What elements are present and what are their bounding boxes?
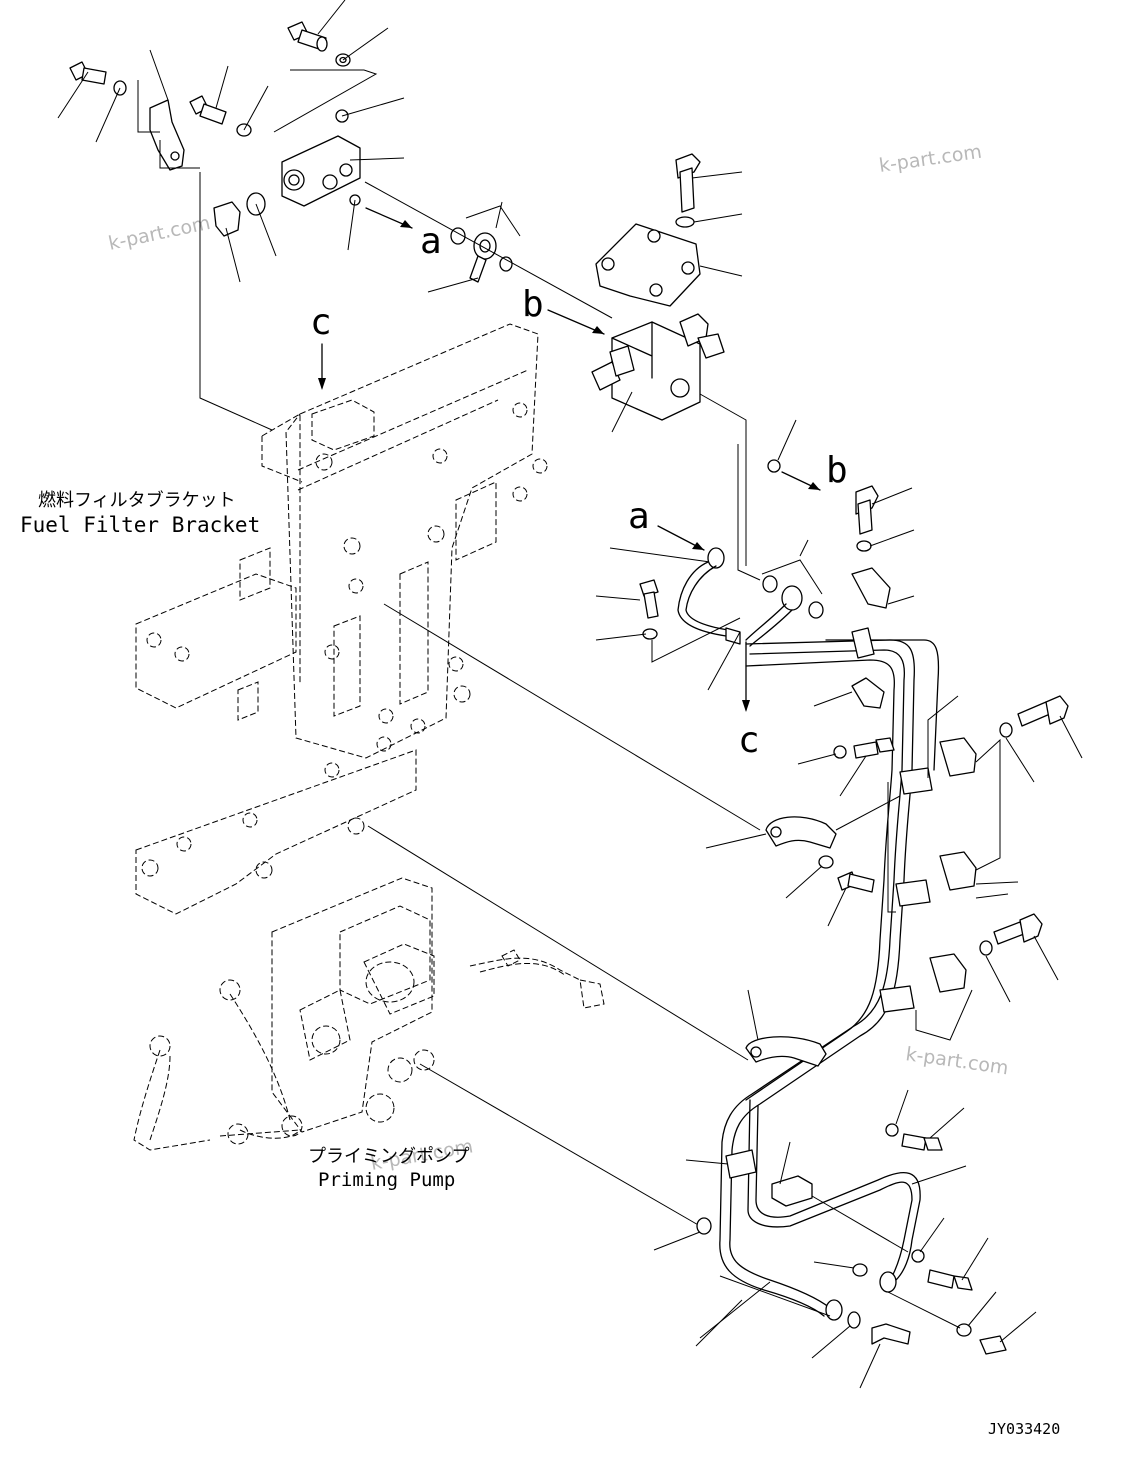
ref-arrow-c-top: c — [310, 302, 332, 390]
bolts-right — [797, 695, 1083, 1355]
clip-brackets-right — [887, 695, 1019, 1041]
drawing-number: JY033420 — [988, 1420, 1060, 1438]
priming-pump-label-jp: プライミングポンプ — [308, 1146, 469, 1167]
watermark-left: k-part.com — [106, 212, 212, 255]
lower-brackets — [653, 1141, 967, 1389]
u-clamps — [705, 795, 901, 1067]
filter-head-block — [281, 135, 361, 207]
ref-label-c-bottom: c — [738, 720, 760, 761]
fuel-tube-upper: a c — [609, 496, 824, 761]
tube-bolt-set-right-top — [813, 485, 915, 709]
bolt-mid — [189, 95, 227, 125]
leader-pump-to-washer — [419, 1063, 701, 1227]
bolt-left — [69, 61, 107, 85]
ref-label-a-top: a — [420, 221, 442, 262]
filter-bracket-clip — [149, 99, 185, 171]
filter-head-assembly — [57, 0, 405, 431]
bolt-top — [287, 21, 328, 52]
banjo-fitting-top — [364, 181, 613, 319]
ref-label-c-top: c — [310, 302, 332, 343]
fuel-filter-bracket: 燃料フィルタブラケット Fuel Filter Bracket — [20, 323, 548, 915]
ref-label-a-mid: a — [628, 496, 650, 537]
top-washer — [675, 216, 695, 228]
leader-bracket-to-clamp-1 — [383, 603, 761, 831]
priming-pump-label-en: Priming Pump — [318, 1169, 455, 1191]
ref-arrow-a-top: a — [365, 207, 442, 262]
ref-arrow-b-top: b — [522, 284, 605, 335]
watermark-lower-right: k-part.com — [904, 1043, 1010, 1079]
sensor-block-assembly — [591, 153, 761, 581]
drain-plug — [213, 201, 241, 237]
watermark-top-right: k-part.com — [878, 141, 984, 177]
fuel-tube-main — [719, 627, 940, 1321]
ref-label-b-top: b — [522, 284, 544, 325]
tube-bolt-set-left — [595, 579, 741, 663]
mounting-plate — [595, 223, 701, 307]
priming-pump-assembly: プライミングポンプ Priming Pump — [133, 877, 605, 1191]
fuel-filter-bracket-label-en: Fuel Filter Bracket — [20, 513, 260, 537]
fuel-filter-bracket-label-jp: 燃料フィルタブラケット — [38, 489, 236, 511]
leader-bracket-to-clamp-2 — [367, 825, 749, 1061]
ref-label-b-right: b — [826, 450, 848, 491]
ref-arrow-b-right: b — [767, 419, 848, 491]
